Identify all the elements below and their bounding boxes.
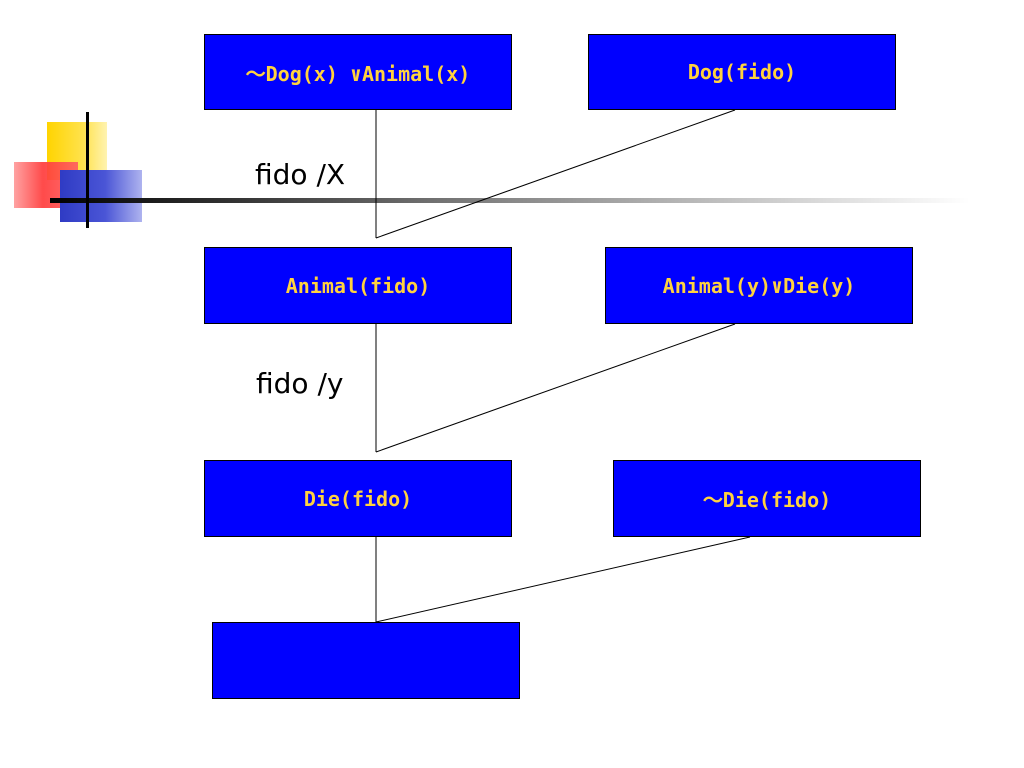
clause-text-3: Animal(y)∨Die(y) [662, 273, 856, 298]
link-c4-to-r3 [375, 536, 751, 623]
clause-text-2: Dog(fido) [687, 60, 797, 84]
clause-box-2: Dog(fido) [588, 34, 896, 110]
decor-horizontal-rule [50, 198, 970, 203]
link-c2-to-r1 [375, 109, 736, 239]
resolvent-text-1: Animal(fido) [285, 273, 431, 298]
clause-box-1: ～Dog(x) ∨Animal(x) [204, 34, 512, 110]
resolvent-text-2: Die(fido) [303, 486, 413, 511]
resolvent-box-1: Animal(fido) [204, 247, 512, 324]
clause-box-4: ～Die(fido) [613, 460, 921, 537]
link-c3-to-r2 [375, 323, 736, 453]
clause-box-3: Animal(y)∨Die(y) [605, 247, 913, 324]
decor-blue-square [60, 170, 142, 222]
decor-vertical-rule [86, 112, 89, 228]
resolvent-box-2: Die(fido) [204, 460, 512, 537]
empty-clause-box [212, 622, 520, 699]
clause-text-4: ～Die(fido) [702, 488, 832, 512]
substitution-label-2: fido /y [256, 367, 344, 400]
clause-text-1: ～Dog(x) ∨Animal(x) [245, 61, 471, 86]
substitution-label-1: fido /X [255, 158, 346, 191]
